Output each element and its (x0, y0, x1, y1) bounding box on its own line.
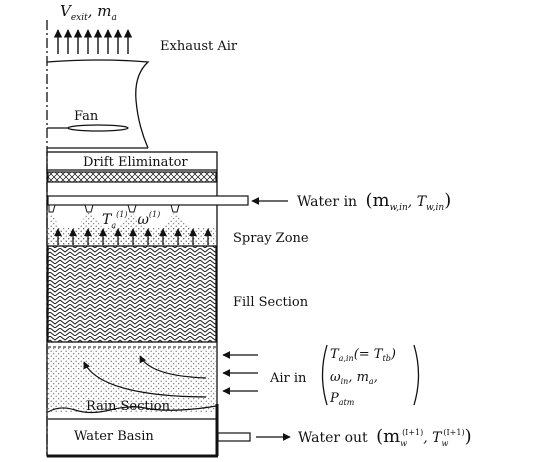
exhaust-arrows (53, 29, 133, 54)
air-flow-curves (83, 355, 207, 398)
exit-velocity-label: Vexit, ma (60, 2, 117, 23)
spray-state-label: Ta(1)ω(1) (102, 210, 160, 230)
water-in-label: Water in (mw,in, Tw,in) (297, 190, 451, 213)
spray-nozzles (48, 204, 180, 213)
water-basin-label: Water Basin (74, 429, 154, 444)
drift-eliminator-label: Drift Eliminator (83, 155, 188, 170)
basin-water-surface (47, 405, 217, 414)
fill-section-label: Fill Section (233, 295, 309, 310)
water-header-pipe (47, 195, 249, 206)
fill-section (47, 245, 217, 343)
rain-section (48, 347, 216, 412)
air-in-humidity-mass: ωin, ma, (330, 370, 378, 386)
air-in-pressure: Patm (329, 391, 355, 407)
fan-label: Fan (74, 109, 99, 124)
water-out-label: Water out (mw(I+1), Tw(I+1)) (298, 426, 472, 448)
spray-zone-air-arrows (54, 228, 212, 245)
exhaust-air-label: Exhaust Air (160, 39, 238, 54)
air-in-label: Air in (269, 371, 307, 386)
air-in-arrows (222, 351, 258, 395)
drift-eliminator (47, 171, 217, 183)
rain-section-label: Rain Section (86, 399, 171, 414)
air-in-bracket-left (321, 344, 328, 406)
fan-blade (67, 124, 129, 132)
air-in-temperature: Ta,in(= Ttb) (330, 347, 396, 363)
fan-shroud (46, 59, 150, 149)
spray-zone-label: Spray Zone (233, 231, 309, 246)
air-in-bracket-right (413, 344, 420, 406)
water-out-pipe (217, 432, 251, 442)
